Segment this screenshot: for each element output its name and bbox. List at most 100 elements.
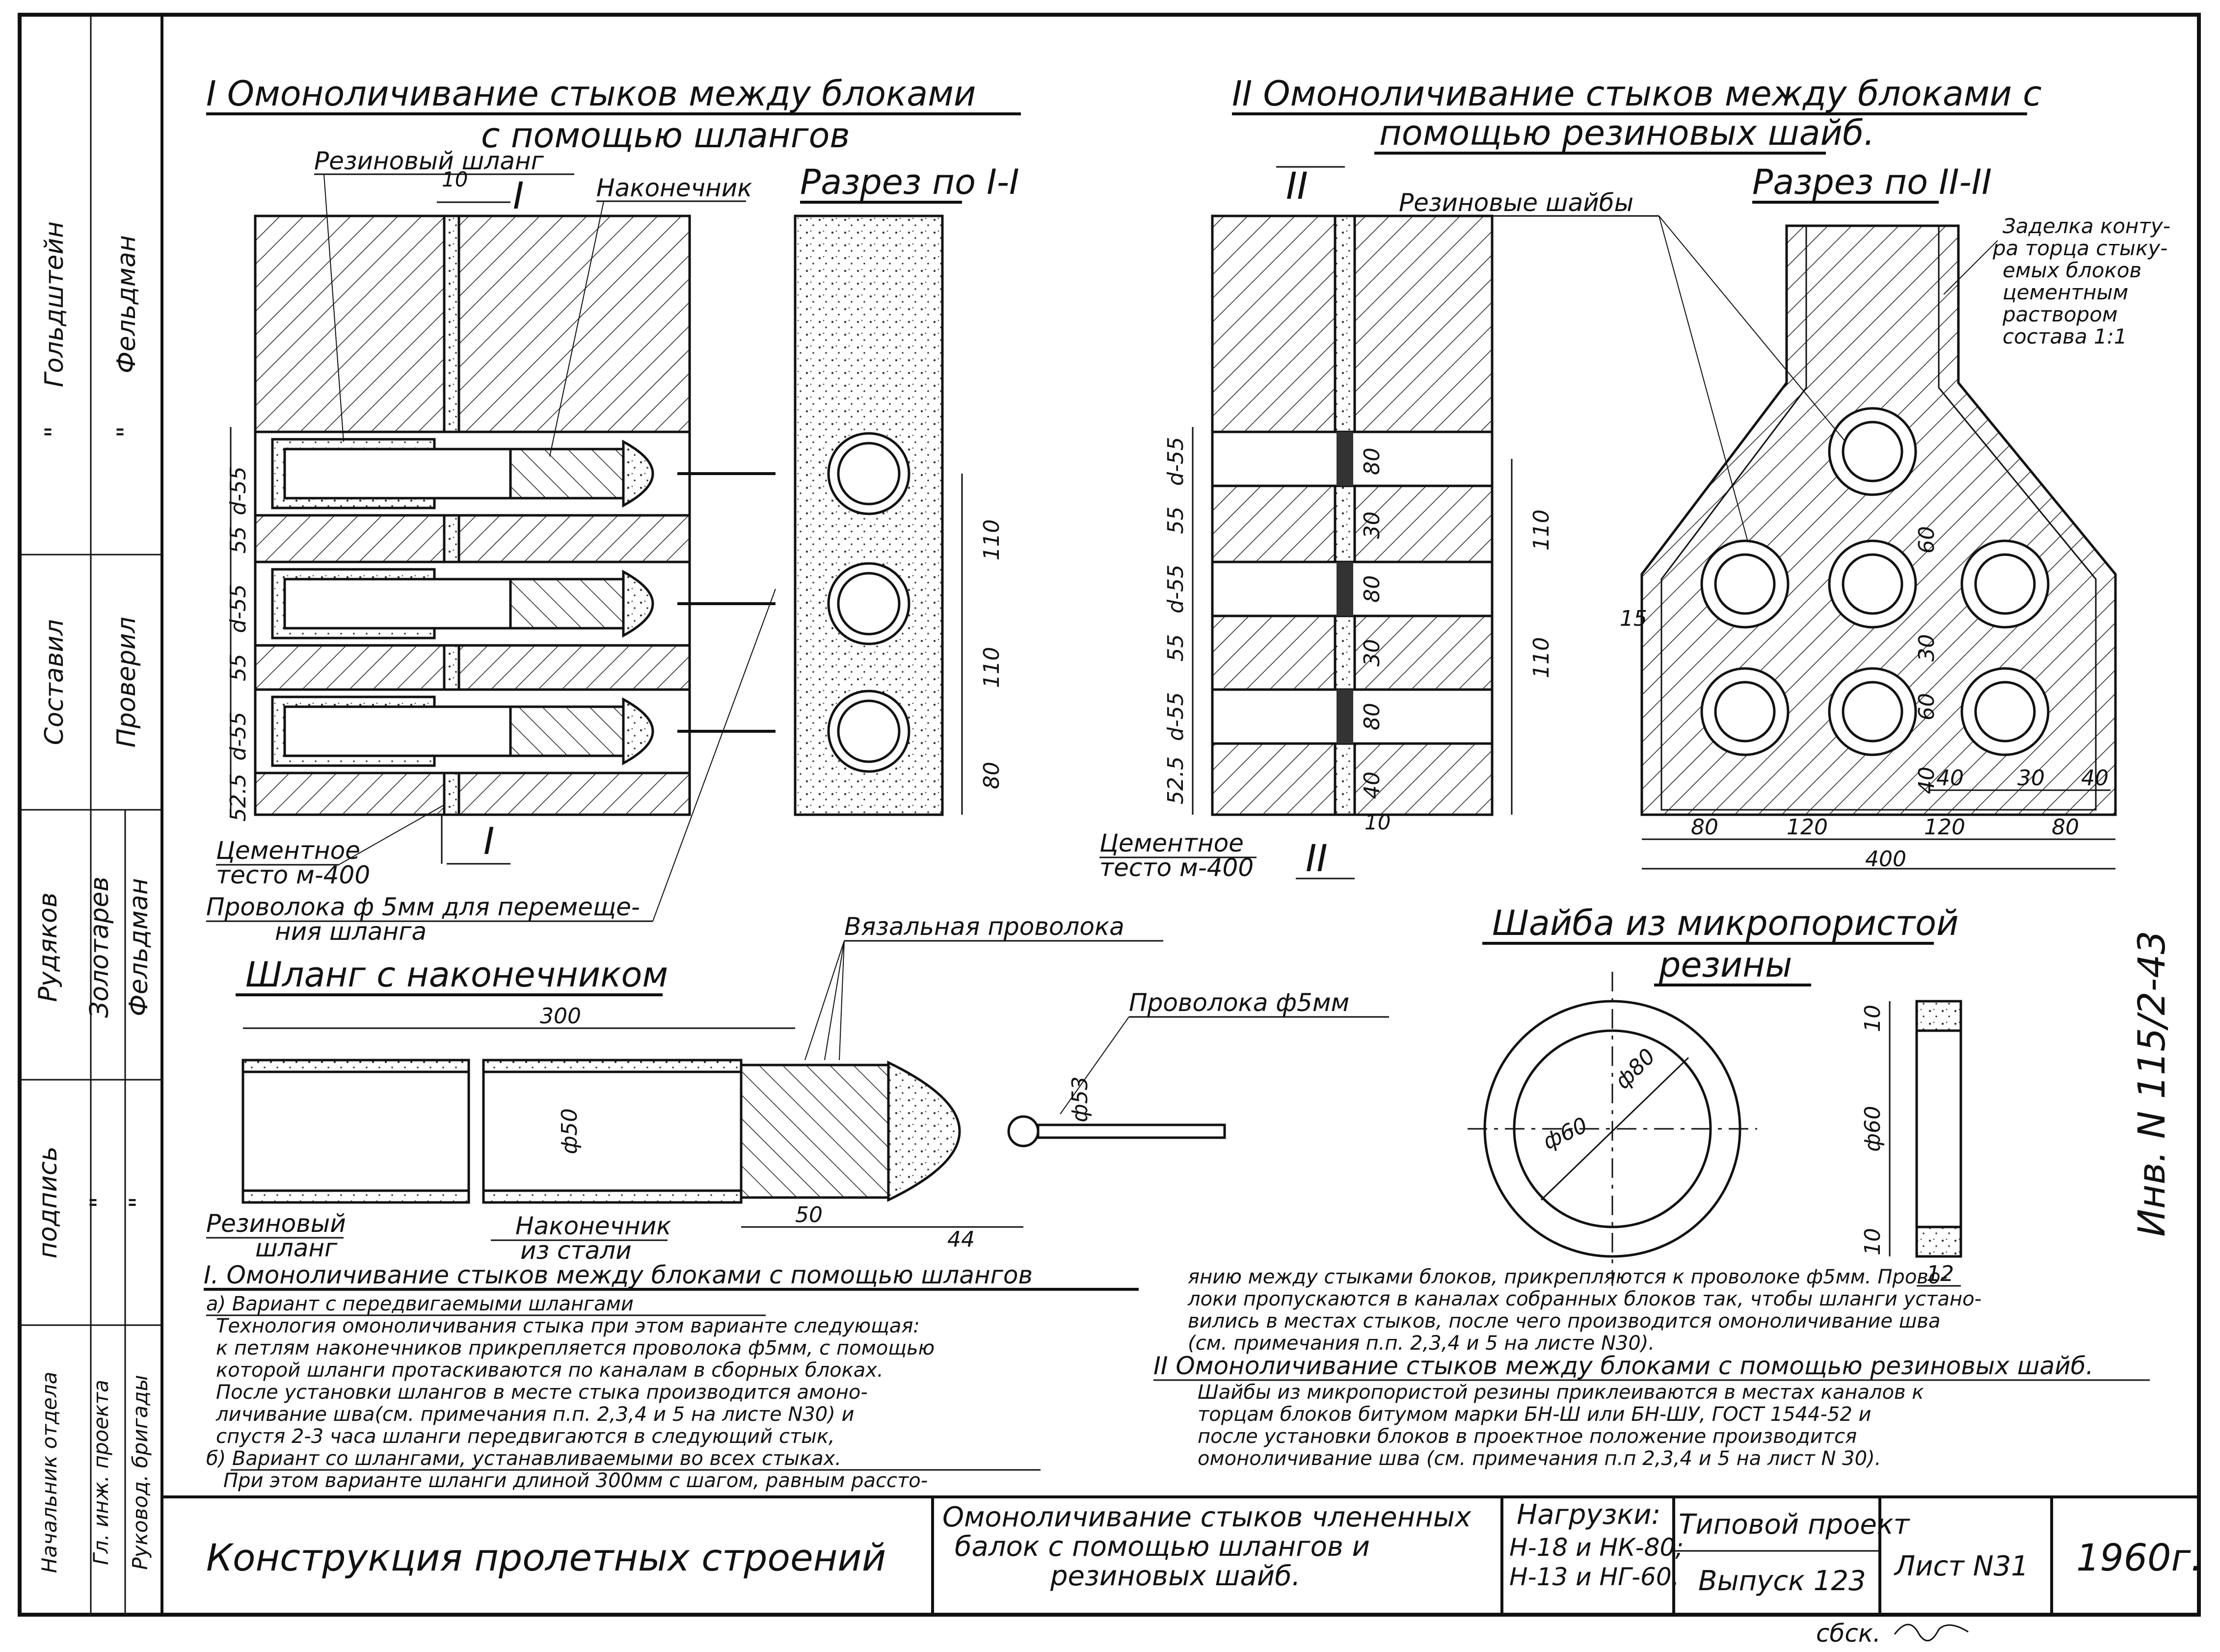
notes-right-heading: II Омоноличивание стыков между блоками с… xyxy=(1153,1352,2093,1380)
label-wire-2: ния шланга xyxy=(275,917,427,946)
cut-2-note-1: Заделка конту- xyxy=(2003,214,2170,238)
side-ditto-2: " xyxy=(112,426,141,438)
notes-left-heading: I. Омоноличивание стыков между блоками с… xyxy=(204,1261,1033,1289)
side-chief-engineer: Гл. инж. проекта xyxy=(89,1380,113,1565)
label-wire-5mm: Проволока ф5мм xyxy=(1129,988,1349,1017)
stamp-desc-2: балок с помощью шлангов и xyxy=(955,1531,1370,1563)
label-cement-paste-2: тесто м-400 xyxy=(216,861,370,889)
s2-dim-left-6: 52.5 xyxy=(1163,756,1188,804)
label-hose-rubber-1: Резиновый xyxy=(206,1209,346,1238)
s2-dim-inner-4: 30 xyxy=(1360,639,1385,666)
label-wire-1: Проволока ф 5мм для перемеще- xyxy=(206,893,640,921)
stamp-project: Типовой проект xyxy=(1679,1509,1910,1541)
cut-2-dim-v-1: 60 xyxy=(1914,526,1939,554)
notes-left-b: б) Вариант со шлангами, устанавливаемыми… xyxy=(206,1447,841,1470)
stamp-sheet: Лист N31 xyxy=(1894,1550,2029,1582)
cut-2-dim-top-2: 30 xyxy=(2017,766,2045,791)
notes-right-6: торцам блоков битумом марки БН-Ш или БН-… xyxy=(1198,1403,1871,1426)
notes-right-5: Шайбы из микропористой резины приклеиваю… xyxy=(1198,1381,1924,1404)
inventory-number: Инв. N 115/2-43 xyxy=(2130,931,2173,1237)
stamp-loads-1: Н-18 и НК-80; xyxy=(1509,1533,1684,1562)
hose-in-channel-2 xyxy=(271,568,654,639)
cut-2-title: Разрез по II-II xyxy=(1752,162,1992,202)
cut-1-dim-2: 110 xyxy=(979,647,1004,688)
dim-hose-d53: ф53 xyxy=(1068,1076,1093,1122)
footer-checked-note: сбск. xyxy=(1816,1619,1881,1648)
dim-hose-44: 44 xyxy=(947,1227,975,1252)
cut-2-dim-bot-4: 80 xyxy=(2052,815,2079,840)
notes-right-3: вились в местах стыков, после чего произ… xyxy=(1188,1310,1940,1332)
cut-2-dim-bot-2: 120 xyxy=(1787,815,1828,840)
side-name-feldman-2: Фельдман xyxy=(124,878,154,1016)
dim-left-5: d-55 xyxy=(226,712,251,761)
microporous-washer-detail: Шайба из микропористой резины ф80 ф60 10… xyxy=(1468,903,1962,1287)
side-ditto-1: " xyxy=(40,426,69,438)
dim-left-1: d-55 xyxy=(226,466,251,515)
section-mark-i-top: I xyxy=(513,174,524,217)
section-2-title-line1: II Омоноличивание стыков между блоками с xyxy=(1232,74,2042,114)
notes-left: I. Омоноличивание стыков между блоками с… xyxy=(204,1261,1139,1492)
s2-dim-inner-5: 80 xyxy=(1360,703,1385,730)
cut-2-dim-15: 15 xyxy=(1620,606,1647,631)
notes-right-8: омоноличивание шва (см. примечания п.п 2… xyxy=(1198,1447,1881,1470)
cut-2-note-4: цементным xyxy=(2003,280,2128,304)
cut-2-dim-v-3: 60 xyxy=(1914,693,1939,720)
s2-dim-left-5: d-55 xyxy=(1163,692,1188,741)
washer-title-2: резины xyxy=(1658,945,1792,985)
cut-2-dim-top-3: 40 xyxy=(2081,766,2109,791)
stamp-loads-heading: Нагрузки: xyxy=(1517,1499,1660,1531)
dim-left-6: 52.5 xyxy=(226,773,251,822)
notes-left-1: Технология омоноличивания стыка при этом… xyxy=(216,1315,920,1337)
dim-hose-d50: ф50 xyxy=(557,1108,582,1154)
section-1-title-line2: с помощью шлангов xyxy=(481,115,850,156)
notes-right-7: после установки блоков в проектное полож… xyxy=(1198,1425,1857,1448)
section-2-title-line2: помощью резиновых шайб. xyxy=(1379,113,1874,153)
outer-frame xyxy=(18,13,2201,1617)
label-cement-paste-1: Цементное xyxy=(216,836,360,865)
s2-dim-left-2: 55 xyxy=(1163,506,1188,534)
s2-gap-10: 10 xyxy=(1364,810,1391,834)
stamp-desc-1: Омоноличивание стыков члененных xyxy=(942,1501,1471,1533)
cut-2-note-2: ра торца стыку- xyxy=(1992,236,2167,260)
s2-dim-right-2: 110 xyxy=(1529,637,1554,678)
side-name-rudyakov: Рудяков xyxy=(33,892,63,1002)
cut-2-note-3: емых блоков xyxy=(2003,258,2141,282)
side-signature-label: подпись xyxy=(33,1146,63,1259)
label-tip-steel-1: Наконечник xyxy=(515,1212,671,1240)
section-1-cut: Разрез по I-I 110 110 80 xyxy=(794,162,1019,816)
title-block: Конструкция пролетных строений Омоноличи… xyxy=(162,1495,2203,1615)
cut-2-washers xyxy=(1700,407,2050,756)
section-2-cut: Разрез по II-II Заделка конту- ра торца … xyxy=(1620,162,2170,872)
s2-dim-left-1: d-55 xyxy=(1163,437,1188,486)
cut-2-dim-bot-3: 120 xyxy=(1924,815,1965,840)
section-1-hose-joint: I Омоноличивание стыков между блоками с … xyxy=(206,74,1021,946)
notes-left-3: которой шланги протаскиваются по каналам… xyxy=(216,1359,883,1382)
s2-dim-inner-6: 40 xyxy=(1360,772,1385,799)
side-ditto-4: " xyxy=(124,1197,154,1208)
notes-left-5: личивание шва(см. примечания п.п. 2,3,4 … xyxy=(215,1403,855,1426)
washer-dim-10b: 10 xyxy=(1860,1228,1885,1255)
section-mark-ii-top: II xyxy=(1286,164,1308,208)
cut-2-note-5: раствором xyxy=(2002,302,2117,326)
stamp-desc-3: резиновых шайб. xyxy=(1050,1560,1301,1592)
side-name-zolotarev: Золотарев xyxy=(85,877,114,1018)
label-gap-10: 10 xyxy=(442,167,468,191)
side-name-goldshtein: Гольдштейн xyxy=(40,221,69,387)
dim-left-3: d-55 xyxy=(226,584,251,633)
notes-right-4: (см. примечания п.п. 2,3,4 и 5 на листе … xyxy=(1188,1332,1655,1355)
side-compiled: Составил xyxy=(40,619,69,746)
dim-left-4: 55 xyxy=(226,654,251,681)
label-rubber-hose: Резиновый шланг xyxy=(314,147,544,175)
dim-hose-50: 50 xyxy=(795,1202,823,1227)
notes-right: янию между стыками блоков, прикрепляются… xyxy=(1153,1266,2150,1470)
s2-dim-inner-1: 80 xyxy=(1360,448,1385,475)
side-signatures: Гольдштейн Фельдман " " Составил Провери… xyxy=(33,221,154,1573)
cut-2-dim-total: 400 xyxy=(1865,847,1906,872)
notes-right-2: локи пропускаются в каналах собранных бл… xyxy=(1187,1288,1981,1310)
side-name-feldman: Фельдман xyxy=(112,235,141,373)
washer-dim-12: 12 xyxy=(1926,1261,1954,1286)
label-tie-wire: Вязальная проволока xyxy=(844,912,1124,941)
notes-left-6: спустя 2-3 часа шланги передвигаются в с… xyxy=(216,1425,835,1448)
section-mark-ii-bottom: II xyxy=(1306,836,1328,880)
s2-dim-right-1: 110 xyxy=(1529,509,1554,551)
